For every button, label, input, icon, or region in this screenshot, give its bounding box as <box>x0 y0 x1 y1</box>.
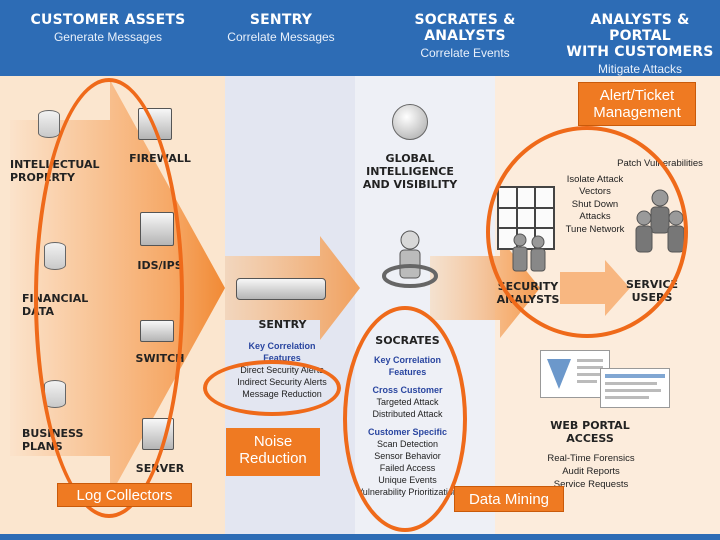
column-subtitle: Mitigate Attacks <box>597 62 683 76</box>
global-intelligence-label: GLOBAL INTELLIGENCE AND VISIBILITY <box>355 152 465 191</box>
database-icon <box>38 110 60 138</box>
features-title: Key Correlation <box>248 341 316 351</box>
callout-line: Alert/Ticket <box>599 87 675 104</box>
web-portal-screenshot-icon <box>540 350 610 398</box>
sentry-label: SENTRY <box>258 318 307 331</box>
web-portal-line: WEB PORTAL <box>550 419 630 432</box>
data-mining-ring <box>343 306 467 532</box>
web-portal-label: WEB PORTAL ACCESS <box>540 419 640 445</box>
column-title-line2: WITH CUSTOMERS <box>566 44 714 60</box>
callout-data-mining: Data Mining <box>454 486 564 512</box>
portal-item: Real-Time Forensics <box>547 453 635 464</box>
web-portal-report-icon <box>600 368 670 408</box>
log-collectors-ring <box>34 78 184 518</box>
callout-line: Management <box>593 104 681 121</box>
callout-line: Noise <box>253 433 293 450</box>
alert-management-ring <box>486 126 688 338</box>
noise-reduction-ring <box>203 360 341 416</box>
portal-item: Service Requests <box>553 479 629 490</box>
column-title: ANALYSTS & PORTAL <box>590 12 690 44</box>
column-socrates-analysts: SOCRATES & ANALYSTS Correlate Events <box>372 12 558 61</box>
column-subtitle: Correlate Events <box>420 46 510 60</box>
web-portal-items: Real-Time Forensics Audit Reports Servic… <box>528 452 654 491</box>
global-label-line: AND VISIBILITY <box>362 178 458 191</box>
portal-item: Audit Reports <box>562 466 620 477</box>
global-label-line: GLOBAL <box>385 152 435 165</box>
column-title: SOCRATES & ANALYSTS <box>414 12 516 44</box>
globe-icon <box>392 104 428 140</box>
header-band: CUSTOMER ASSETS Generate Messages SENTRY… <box>0 0 720 76</box>
column-title: CUSTOMER ASSETS <box>30 12 186 28</box>
column-analysts-portal: ANALYSTS & PORTAL WITH CUSTOMERS Mitigat… <box>560 12 720 77</box>
column-title: SENTRY <box>249 12 313 28</box>
callout-line: Reduction <box>239 450 307 467</box>
column-subtitle: Correlate Messages <box>227 30 335 44</box>
column-sentry: SENTRY Correlate Messages <box>206 12 356 45</box>
web-portal-line: ACCESS <box>566 432 614 445</box>
callout-alert-ticket-management: Alert/Ticket Management <box>578 82 696 126</box>
sentry-appliance-icon <box>236 278 326 300</box>
features-title: Features <box>263 353 301 363</box>
column-customer-assets: CUSTOMER ASSETS Generate Messages <box>18 12 198 45</box>
callout-noise-reduction: Noise Reduction <box>226 428 320 476</box>
global-label-line: INTELLIGENCE <box>366 165 454 178</box>
column-subtitle: Generate Messages <box>53 30 163 44</box>
socrates-icon <box>380 228 440 298</box>
footer-line <box>0 534 720 540</box>
callout-log-collectors: Log Collectors <box>57 483 192 507</box>
